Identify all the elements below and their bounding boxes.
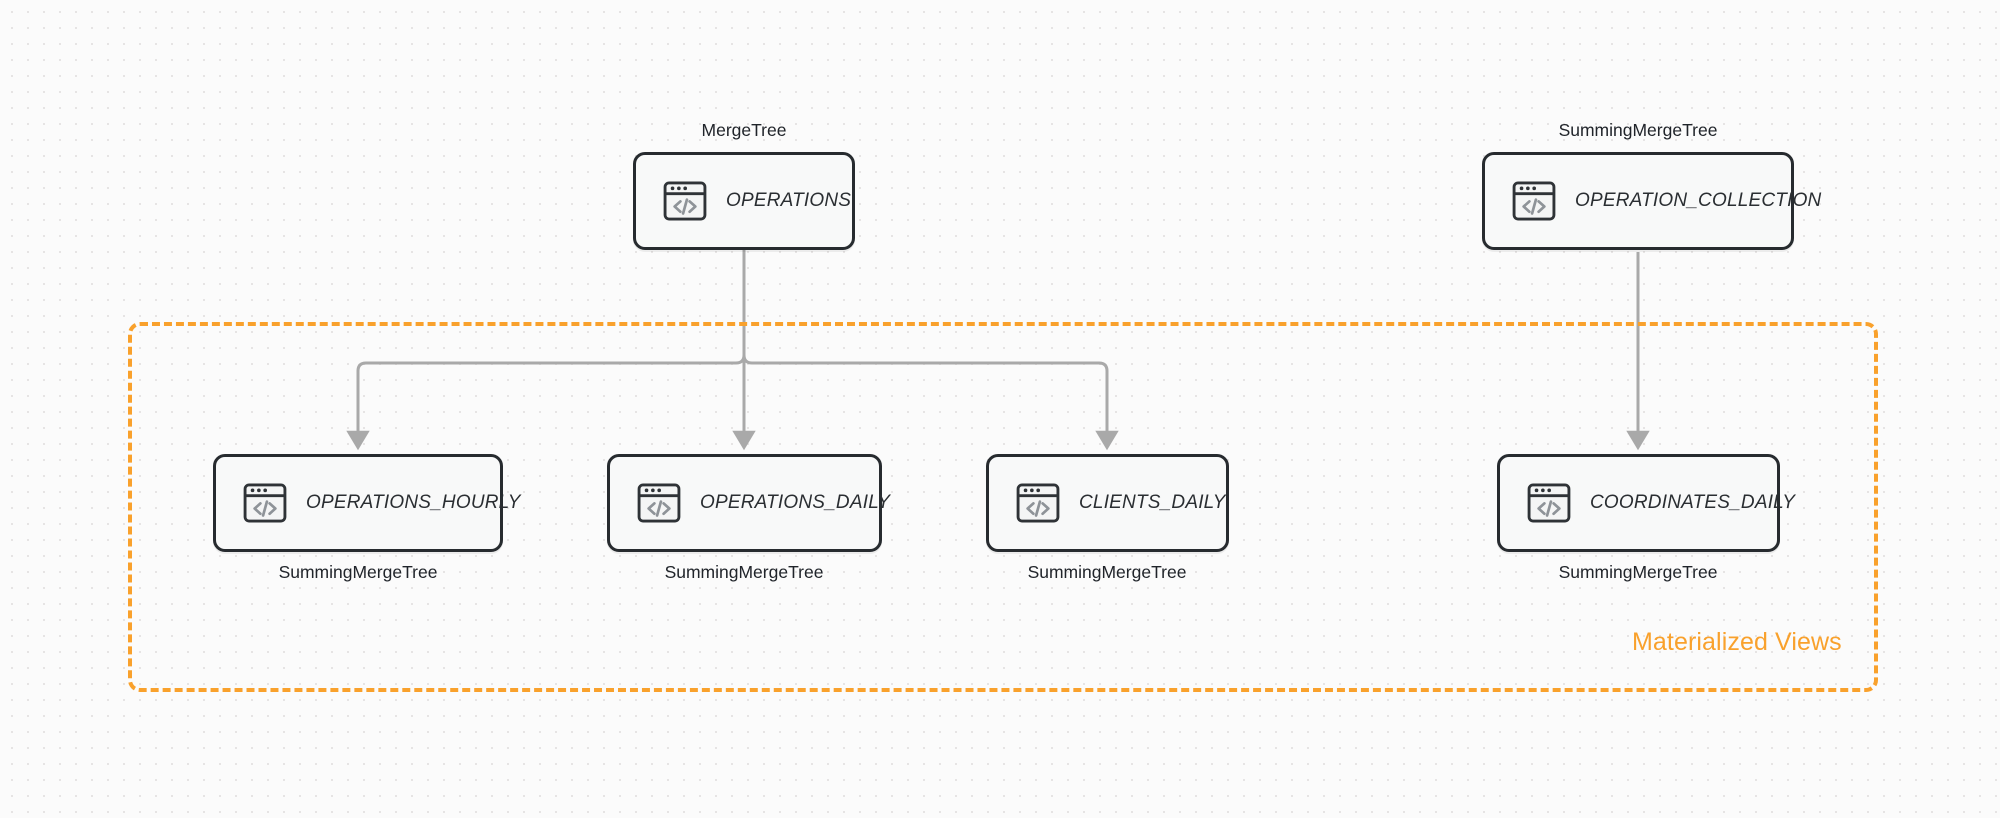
code-window-icon [1512,181,1556,221]
code-window-icon [663,181,707,221]
node-caption-operations-daily: SummingMergeTree [664,562,824,582]
code-window-icon [1527,483,1571,523]
node-operations[interactable]: OPERATIONS [633,152,855,250]
node-caption-coordinates-daily: SummingMergeTree [1558,562,1718,582]
code-window-icon [637,483,681,523]
materialized-views-group-label: Materialized Views [1632,628,1842,656]
node-caption-operations-hourly: SummingMergeTree [278,562,438,582]
node-clients-daily[interactable]: CLIENTS_DAILY [986,454,1229,552]
node-label-operations-hourly: OPERATIONS_HOURLY [306,492,521,513]
code-window-icon [1016,483,1060,523]
node-label-operations: OPERATIONS [726,190,852,211]
node-label-operations-daily: OPERATIONS_DAILY [700,492,891,513]
code-window-icon [243,483,287,523]
node-label-clients-daily: CLIENTS_DAILY [1079,492,1226,513]
node-caption-operations: MergeTree [701,120,787,140]
node-operation-collection[interactable]: OPERATION_COLLECTION [1482,152,1821,250]
materialized-views-group [128,322,1878,692]
node-caption-operation-collection: SummingMergeTree [1558,120,1718,140]
node-operations-daily[interactable]: OPERATIONS_DAILY [607,454,890,552]
node-label-operation-collection: OPERATION_COLLECTION [1575,190,1822,211]
node-caption-clients-daily: SummingMergeTree [1027,562,1187,582]
node-label-coordinates-daily: COORDINATES_DAILY [1590,492,1796,513]
node-operations-hourly[interactable]: OPERATIONS_HOURLY [213,454,520,552]
node-coordinates-daily[interactable]: COORDINATES_DAILY [1497,454,1795,552]
